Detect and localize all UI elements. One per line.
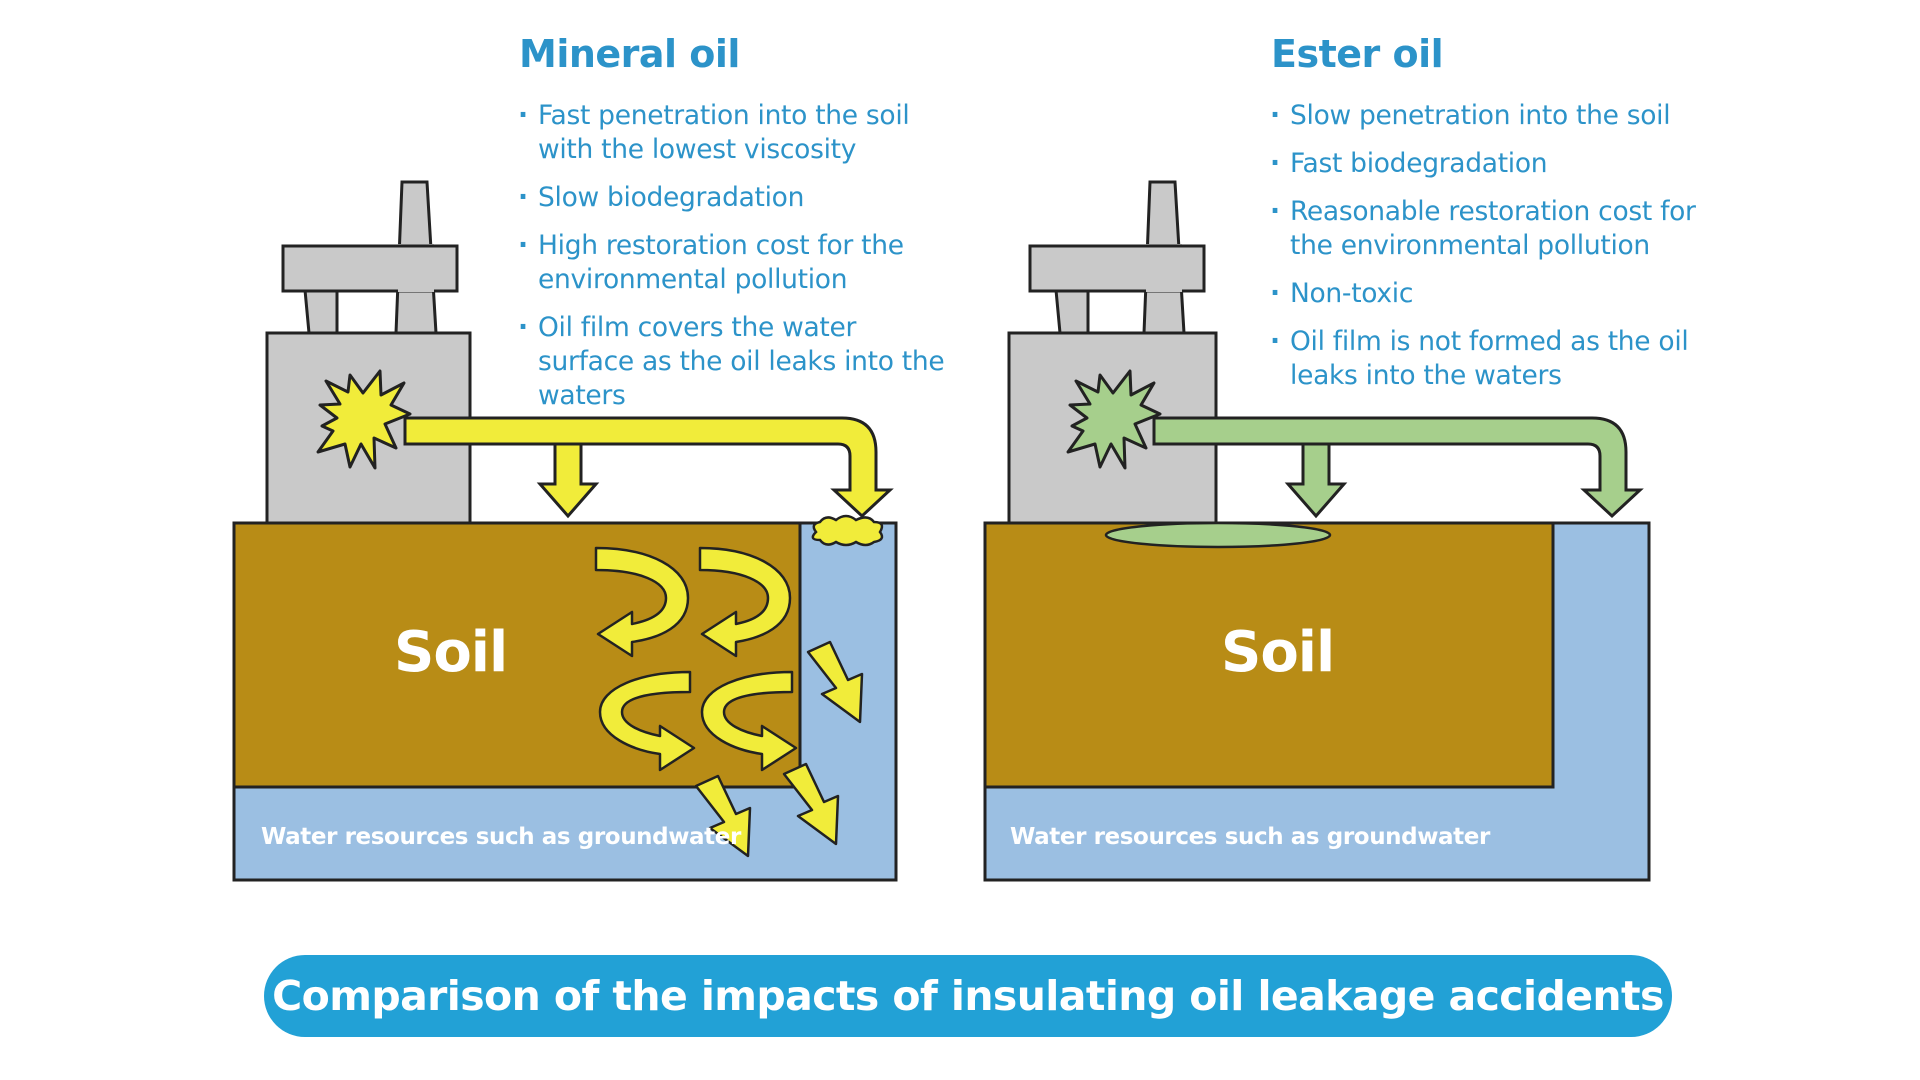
swirl-arrow <box>700 670 798 772</box>
mineral-soil-label: Soil <box>394 620 508 685</box>
mineral-water-label: Water resources such as groundwater <box>261 824 741 850</box>
mineral-oil-bullet-list: Fast penetration into the soil with the … <box>516 99 956 427</box>
ester-oil-pool <box>1104 521 1332 549</box>
bullet-item: High restoration cost for the environmen… <box>516 229 956 297</box>
bullet-item: Oil film is not formed as the oil leaks … <box>1268 325 1738 393</box>
bullet-item: Oil film covers the water surface as the… <box>516 311 956 413</box>
swirl-arrow <box>698 546 792 658</box>
bullet-item: Non-toxic <box>1268 277 1738 311</box>
ester-transformer <box>1007 180 1218 525</box>
swirl-arrow <box>594 546 690 658</box>
mineral-oil-film <box>811 514 884 547</box>
swirl-arrow <box>598 670 696 772</box>
mineral-bushing-overlap <box>398 244 434 292</box>
ester-explosion-icon <box>1066 369 1162 470</box>
banner-title: Comparison of the impacts of insulating … <box>272 972 1664 1020</box>
mineral-oil-illustration <box>232 180 898 882</box>
ester-bushing-overlap <box>1146 244 1182 292</box>
ester-leak-pipe <box>1152 416 1644 519</box>
bullet-item: Slow penetration into the soil <box>1268 99 1738 133</box>
comparison-banner: Comparison of the impacts of insulating … <box>264 955 1672 1037</box>
mineral-leak-pipe <box>403 416 894 519</box>
bullet-item: Reasonable restoration cost for the envi… <box>1268 195 1738 263</box>
ester-water-label: Water resources such as groundwater <box>1010 824 1490 850</box>
bullet-item: Fast biodegradation <box>1268 147 1738 181</box>
bullet-item: Fast penetration into the soil with the … <box>516 99 956 167</box>
mineral-oil-title: Mineral oil <box>519 32 740 76</box>
mineral-seepage-arrows <box>694 640 864 858</box>
ester-soil-label: Soil <box>1221 620 1335 685</box>
seepage-arrow <box>694 774 752 858</box>
bullet-item: Slow biodegradation <box>516 181 956 215</box>
ester-oil-illustration <box>983 180 1651 882</box>
ester-drop-arrow <box>1284 442 1348 519</box>
seepage-arrow <box>782 762 840 846</box>
ester-soil-block <box>983 521 1555 789</box>
ester-oil-bullet-list: Slow penetration into the soil Fast biod… <box>1268 99 1738 407</box>
mineral-transformer <box>265 180 472 525</box>
ester-oil-title: Ester oil <box>1271 32 1444 76</box>
mineral-penetration-swirls <box>594 546 798 772</box>
mineral-drop-arrow <box>536 442 600 519</box>
seepage-arrow <box>806 640 864 724</box>
mineral-explosion-icon <box>316 369 412 470</box>
